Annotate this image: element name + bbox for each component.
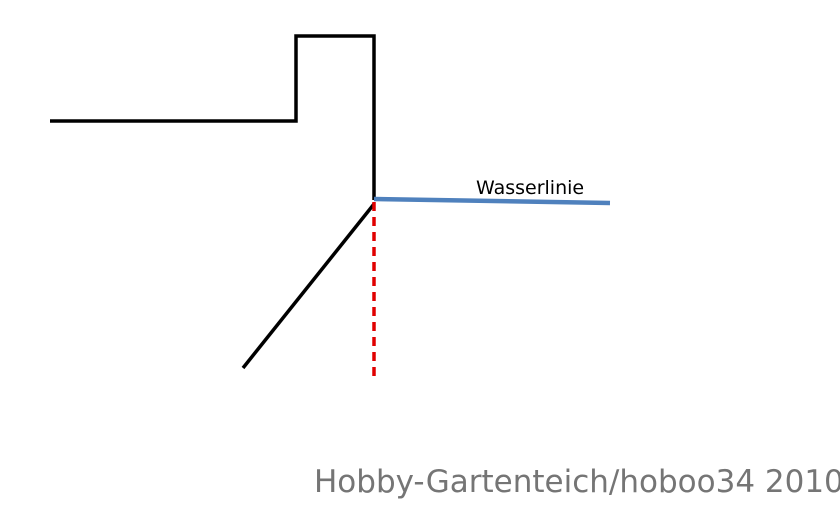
- pond-slope-line: [241, 202, 376, 370]
- watermark-text: Hobby-Gartenteich/hoboo34 2010: [314, 464, 840, 500]
- water-line: [373, 196, 611, 206]
- water-line-label: Wasserlinie: [476, 177, 584, 199]
- ground-edge-profile: [50, 34, 376, 200]
